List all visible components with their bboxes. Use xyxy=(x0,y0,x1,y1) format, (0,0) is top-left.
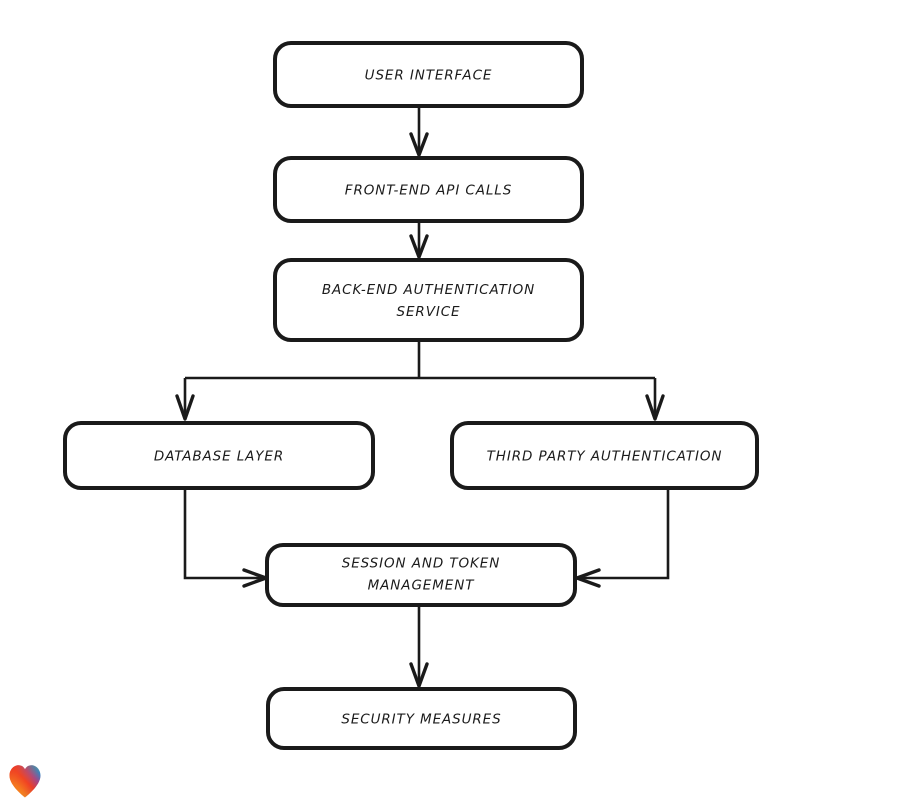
node-security-measures[interactable]: SECURITY MEASURES xyxy=(266,687,577,750)
edge-session-to-security xyxy=(409,605,429,688)
node-third-party-authentication[interactable]: THIRD PARTY AUTHENTICATION xyxy=(450,421,759,490)
node-box[interactable] xyxy=(273,156,584,223)
node-user-interface[interactable]: USER INTERFACE xyxy=(273,41,584,108)
node-front-end-api-calls[interactable]: FRONT-END API CALLS xyxy=(273,156,584,223)
arrowhead-icon xyxy=(645,394,665,421)
node-label-back-end-authentication-line2: SERVICE xyxy=(397,304,461,320)
node-label-database-layer: DATABASE LAYER xyxy=(154,449,284,465)
node-label-session-and-token-line2: MANAGEMENT xyxy=(368,578,476,594)
node-box[interactable] xyxy=(63,421,375,490)
node-box[interactable] xyxy=(265,543,577,607)
node-session-and-token-management[interactable]: SESSION AND TOKEN MANAGEMENT xyxy=(265,543,577,607)
arrowhead-icon xyxy=(409,234,429,259)
node-box[interactable] xyxy=(266,687,577,750)
node-label-session-and-token-line1: SESSION AND TOKEN xyxy=(342,556,500,572)
node-label-user-interface: USER INTERFACE xyxy=(365,68,493,84)
node-box[interactable] xyxy=(273,258,584,342)
edge-api-to-backend xyxy=(409,221,429,259)
edge-thirdparty-to-session xyxy=(575,488,670,588)
heart-icon xyxy=(9,765,41,798)
edge-ui-to-api xyxy=(409,106,429,157)
node-label-back-end-authentication-line1: BACK-END AUTHENTICATION xyxy=(322,282,535,298)
node-label-front-end-api-calls: FRONT-END API CALLS xyxy=(345,183,512,199)
arrowhead-icon xyxy=(409,662,429,688)
edge-backend-to-thirdparty xyxy=(645,378,665,421)
node-label-third-party-authentication: THIRD PARTY AUTHENTICATION xyxy=(487,449,723,465)
node-database-layer[interactable]: DATABASE LAYER xyxy=(63,421,375,490)
node-back-end-authentication-service[interactable]: BACK-END AUTHENTICATION SERVICE xyxy=(273,258,584,342)
edge-line xyxy=(183,488,263,580)
edge-backend-split xyxy=(185,340,655,380)
node-label-security-measures: SECURITY MEASURES xyxy=(341,712,501,728)
heart-shape-overlay xyxy=(9,765,41,798)
arrowhead-icon xyxy=(409,132,429,157)
edge-database-to-session xyxy=(183,488,268,588)
edge-backend-to-database xyxy=(175,378,195,421)
node-box[interactable] xyxy=(273,41,584,108)
arrowhead-icon xyxy=(175,394,195,421)
edge-line xyxy=(580,488,670,580)
node-box[interactable] xyxy=(450,421,759,490)
